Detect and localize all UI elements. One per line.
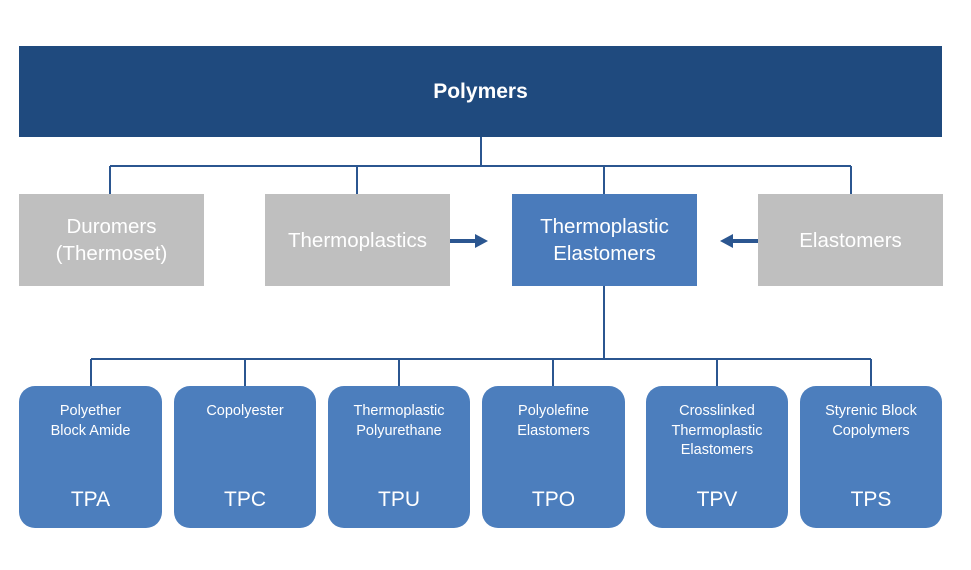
root-label: Polymers bbox=[433, 79, 528, 103]
type-abbr: TPU bbox=[378, 488, 420, 511]
category-label: Thermoplastic Elastomers bbox=[540, 215, 669, 265]
category-thermoplastics: Thermoplastics bbox=[265, 194, 450, 286]
arrow-right-icon bbox=[450, 234, 488, 248]
category-thermoplastic-elastomers: Thermoplastic Elastomers bbox=[512, 194, 697, 286]
type-name: Crosslinked Thermoplastic Elastomers bbox=[671, 403, 763, 458]
arrow-left-icon bbox=[720, 234, 758, 248]
type-tpu: Thermoplastic Polyurethane TPU bbox=[328, 386, 470, 528]
type-abbr: TPO bbox=[531, 488, 576, 511]
type-name: Polyolefine Elastomers bbox=[517, 403, 590, 439]
type-abbr: TPV bbox=[696, 488, 738, 511]
type-name: Styrenic Block Copolymers bbox=[825, 403, 917, 439]
type-tpa: Polyether Block Amide TPA bbox=[19, 386, 162, 528]
type-tpo: Polyolefine Elastomers TPO bbox=[482, 386, 625, 528]
type-abbr: TPC bbox=[224, 488, 266, 511]
category-elastomers: Elastomers bbox=[758, 194, 943, 286]
type-tpc: Copolyester TPC bbox=[174, 386, 316, 528]
category-label: Duromers (Thermoset) bbox=[55, 215, 168, 265]
category-label: Elastomers bbox=[799, 228, 902, 252]
type-tpv: Crosslinked Thermoplastic Elastomers TPV bbox=[646, 386, 788, 528]
category-duromers: Duromers (Thermoset) bbox=[19, 194, 204, 286]
type-name: Polyether Block Amide bbox=[50, 403, 131, 439]
type-name: Copolyester bbox=[206, 403, 284, 419]
type-name: Thermoplastic Polyurethane bbox=[353, 403, 445, 439]
type-tps: Styrenic Block Copolymers TPS bbox=[800, 386, 942, 528]
root-node-polymers: Polymers bbox=[19, 46, 942, 137]
type-abbr: TPS bbox=[850, 488, 892, 511]
category-label: Thermoplastics bbox=[288, 228, 427, 252]
type-abbr: TPA bbox=[70, 488, 111, 511]
